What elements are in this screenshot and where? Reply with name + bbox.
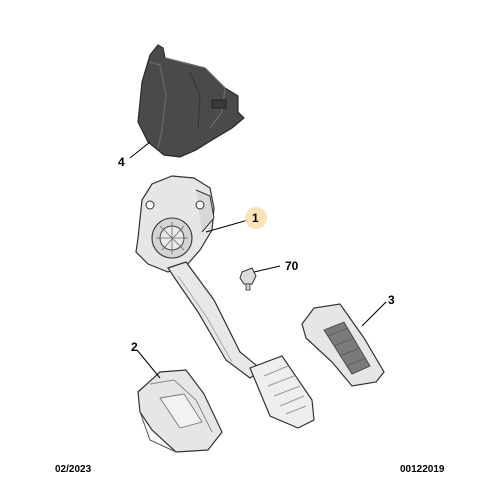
accelerator-pad: [249, 355, 315, 429]
leader-line-1: [205, 219, 249, 233]
pedal-assembly-part-1: [135, 175, 264, 379]
leader-line-2: [136, 349, 161, 379]
footer-reference: 00122019: [400, 464, 445, 475]
callout-label-1: 1: [252, 211, 259, 225]
callout-label-3: 3: [388, 293, 395, 307]
callout-label-70: 70: [285, 259, 299, 273]
footer-date: 02/2023: [55, 464, 92, 475]
leader-line-4: [129, 141, 151, 159]
callout-label-2: 2: [131, 340, 138, 354]
leader-lines: [129, 141, 387, 379]
leader-line-3: [361, 301, 387, 327]
callout-label-4: 4: [118, 155, 125, 169]
pedal-pad-part-2: [137, 369, 223, 453]
callout-1-highlight-badge: [245, 207, 267, 229]
cover-part-4: [137, 44, 245, 158]
fastener-part-70: [239, 267, 257, 291]
leader-line-70: [253, 265, 281, 273]
pedal-pad-part-3: [301, 303, 385, 387]
